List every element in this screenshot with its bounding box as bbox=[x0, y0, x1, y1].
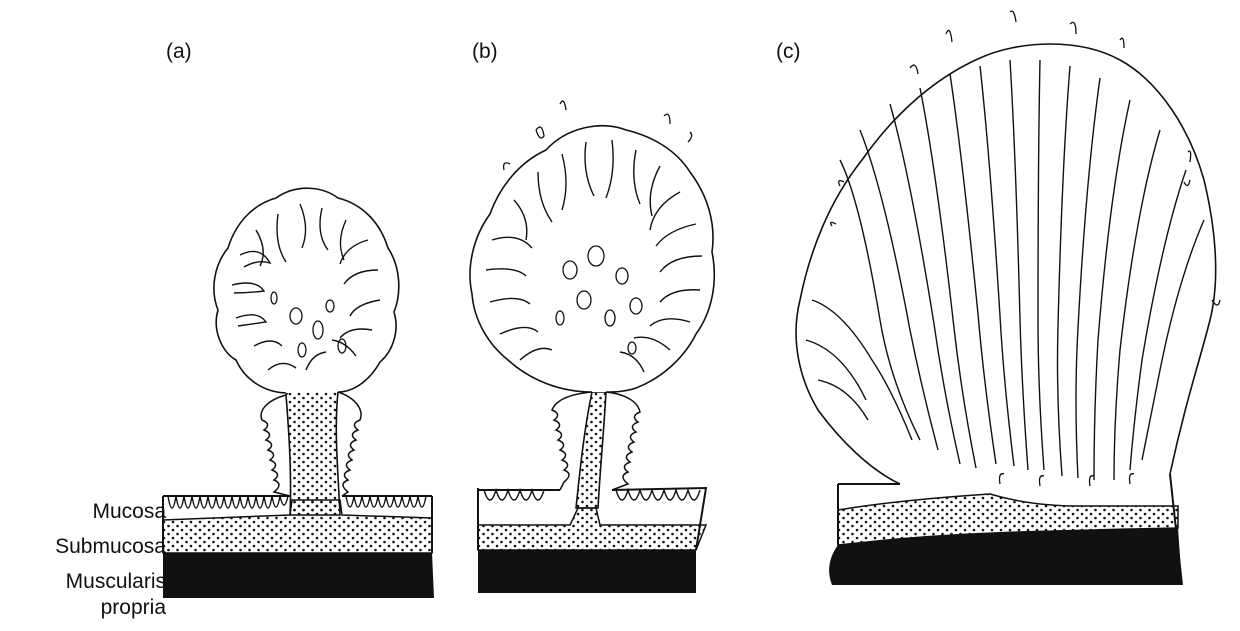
panel-c-villus-tips bbox=[831, 11, 1220, 486]
panel-a-muscularis bbox=[163, 553, 434, 598]
panel-a-polyp-head bbox=[214, 188, 399, 393]
panel-c-polyp-outline bbox=[796, 44, 1216, 484]
panel-b-muscularis bbox=[478, 550, 696, 593]
panel-a-pedunculated-polyp bbox=[163, 188, 434, 598]
panel-c-sessile-villous-polyp bbox=[796, 11, 1220, 585]
panel-b-pedunculated-polyp bbox=[470, 101, 714, 593]
panel-b-submucosa bbox=[478, 508, 706, 550]
panel-c-villi bbox=[806, 60, 1204, 480]
panel-a-crypts-right bbox=[346, 496, 426, 507]
panel-a-crypts-left bbox=[168, 496, 288, 508]
panel-b-stalk-core bbox=[576, 392, 606, 508]
panel-a-stalk-core bbox=[286, 382, 340, 515]
